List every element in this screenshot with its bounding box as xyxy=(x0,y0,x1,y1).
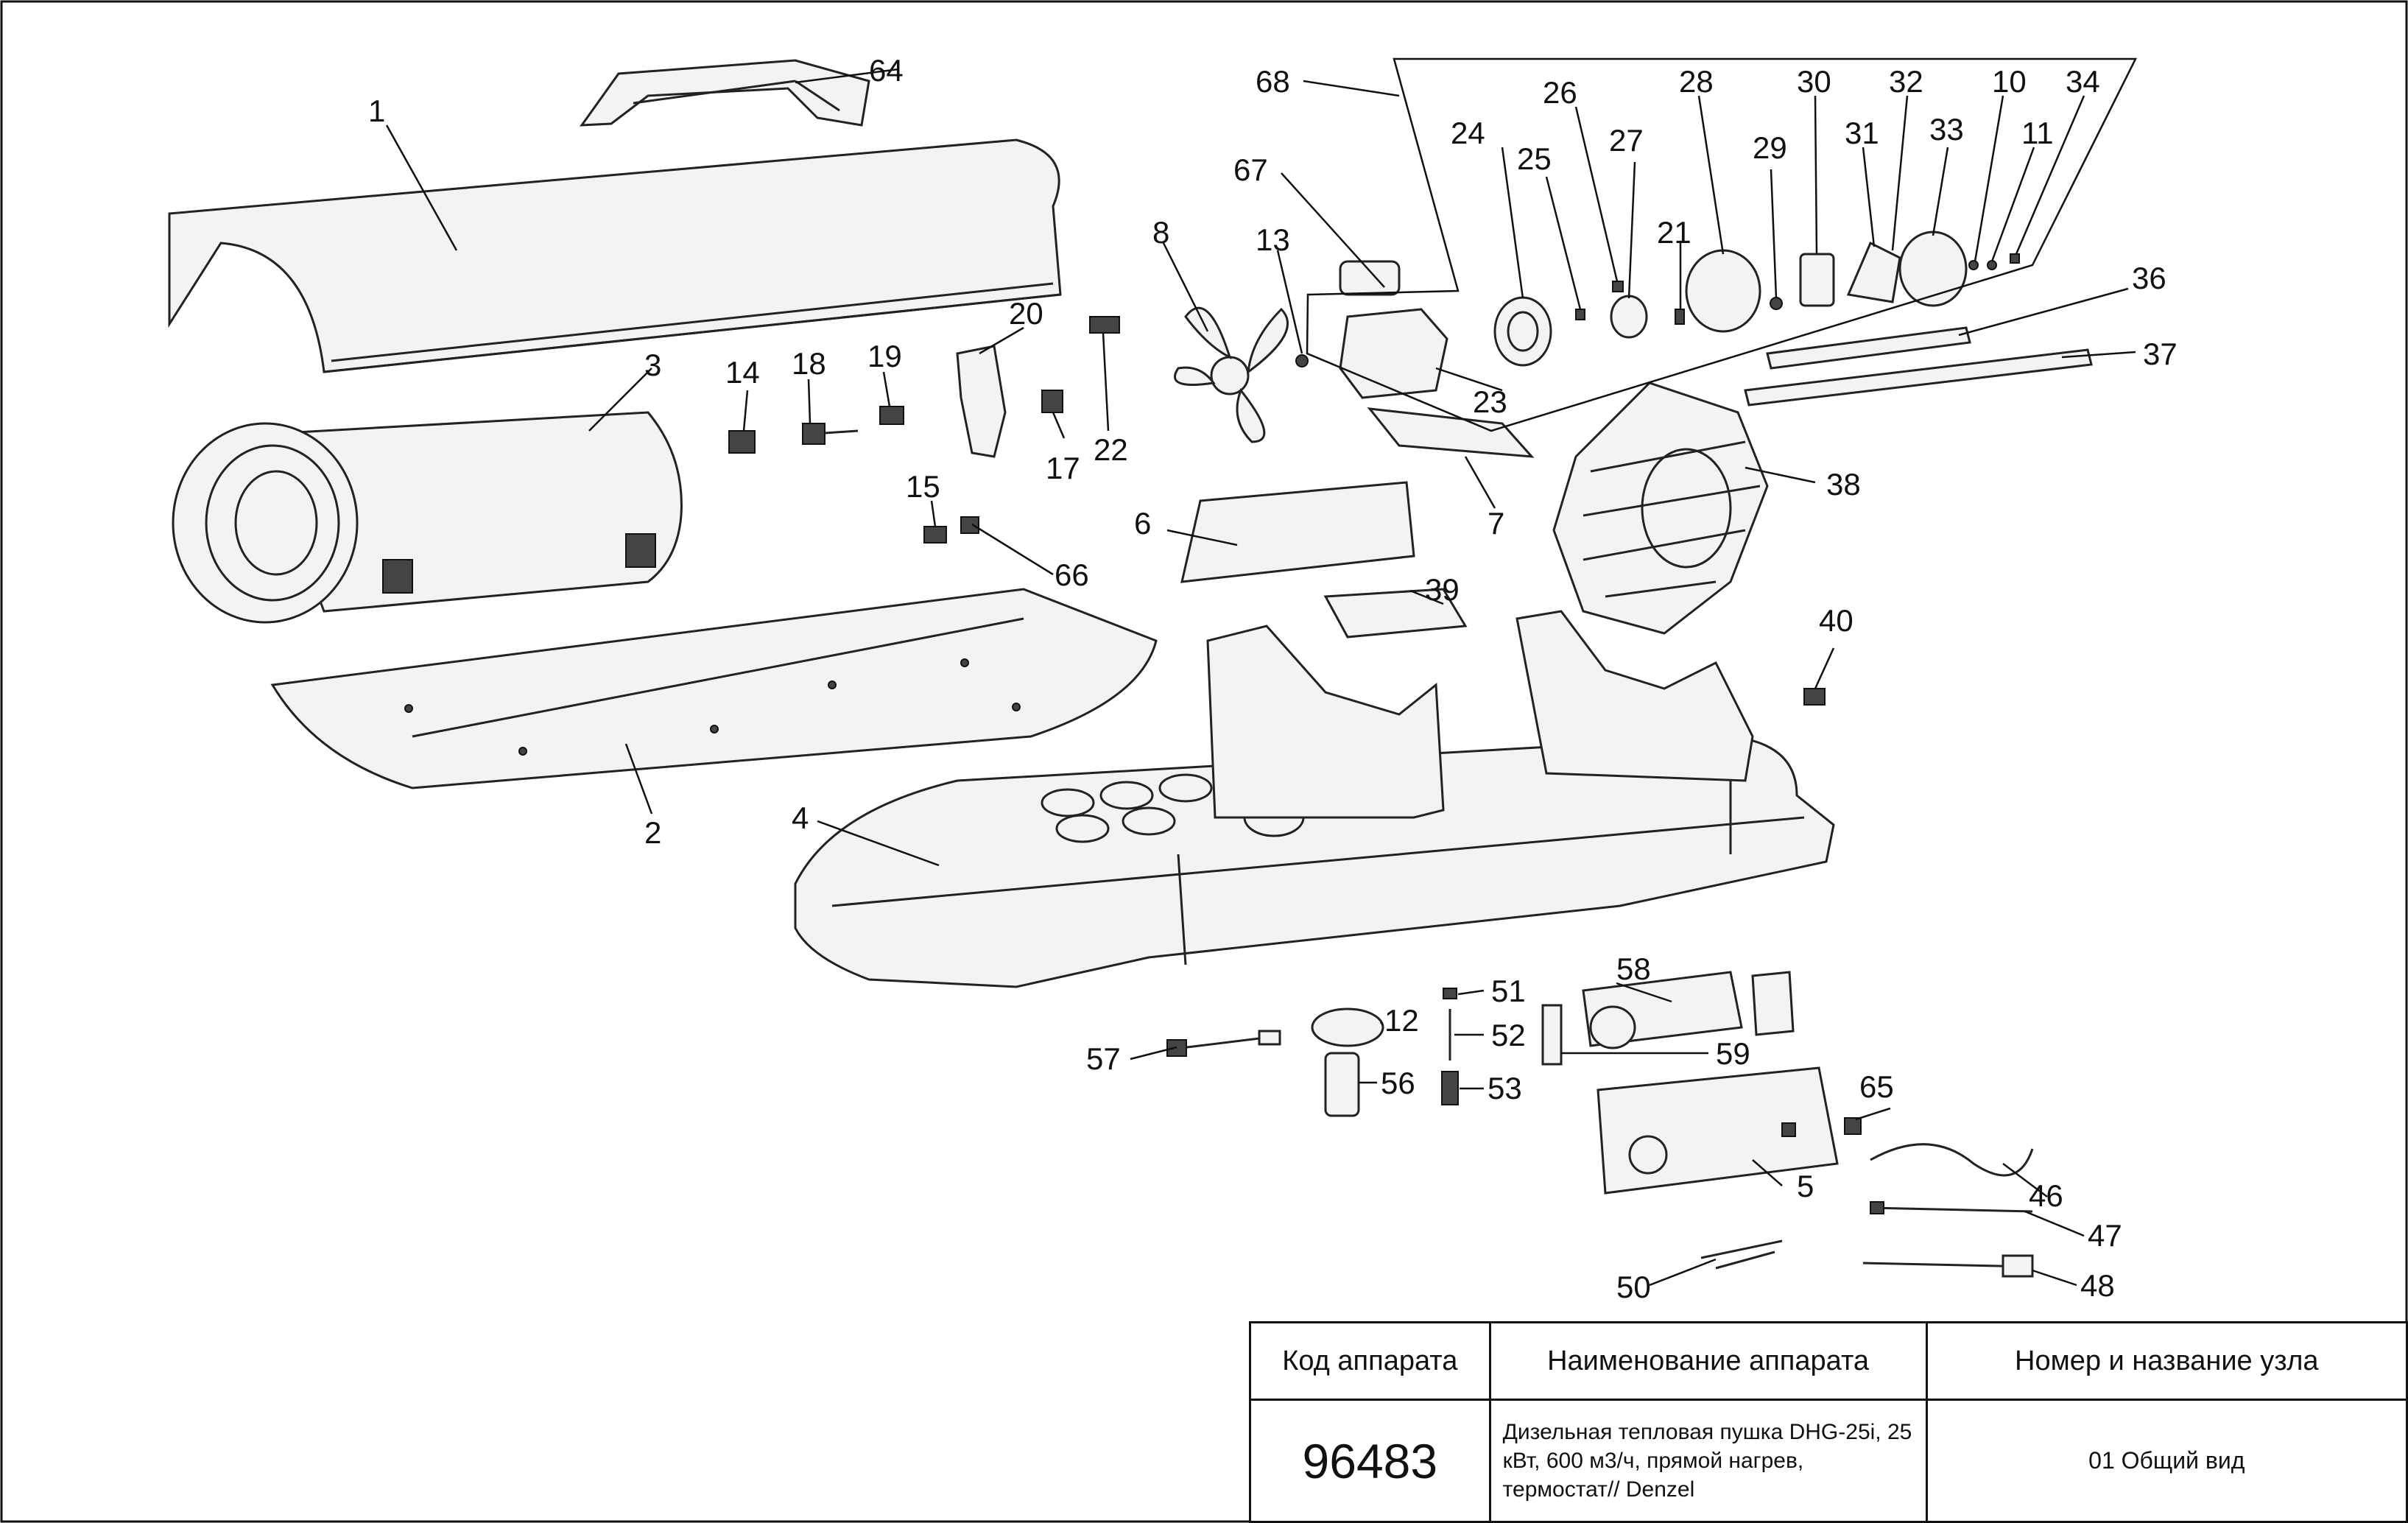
callout-22: 22 xyxy=(1094,432,1128,467)
callout-14: 14 xyxy=(725,355,760,390)
callout-33: 33 xyxy=(1929,112,1964,147)
callout-3: 3 xyxy=(644,348,661,382)
callout-18: 18 xyxy=(792,346,826,381)
callout-5: 5 xyxy=(1797,1169,1814,1203)
callout-2: 2 xyxy=(644,815,661,850)
device-code: 96483 xyxy=(1249,1399,1491,1523)
callout-38: 38 xyxy=(1826,467,1861,502)
callout-30: 30 xyxy=(1797,64,1831,99)
callout-6: 6 xyxy=(1134,506,1151,541)
callout-12: 12 xyxy=(1384,1003,1419,1038)
title-block-value-row: 96483 Дизельная тепловая пушка DHG-25i, … xyxy=(1249,1399,2408,1523)
callout-4: 4 xyxy=(792,801,809,835)
header-code: Код аппарата xyxy=(1249,1321,1491,1401)
callout-57: 57 xyxy=(1086,1041,1121,1076)
callout-36: 36 xyxy=(2132,261,2166,295)
callout-13: 13 xyxy=(1256,222,1290,257)
device-name: Дизельная тепловая пушка DHG-25i, 25 кВт… xyxy=(1488,1399,1928,1523)
callout-39: 39 xyxy=(1425,572,1460,607)
small-components-left xyxy=(728,316,1120,544)
callout-32: 32 xyxy=(1889,64,1923,99)
part-fuel-tank xyxy=(794,610,1835,988)
callout-48: 48 xyxy=(2080,1268,2115,1303)
part-combustion-chamber xyxy=(172,411,683,624)
group-outline-pump xyxy=(1306,57,2138,432)
callout-15: 15 xyxy=(906,469,940,504)
part-control-panel xyxy=(1596,1066,1839,1195)
part-rods xyxy=(1744,326,2093,407)
part-bottom-cover xyxy=(270,588,1158,789)
part-top-cover xyxy=(168,138,1062,373)
callout-37: 37 xyxy=(2143,337,2178,371)
callout-24: 24 xyxy=(1451,116,1485,150)
leader-lines xyxy=(385,68,2136,1287)
callout-7: 7 xyxy=(1488,506,1504,541)
callout-19: 19 xyxy=(867,339,902,373)
callout-51: 51 xyxy=(1491,974,1526,1008)
callout-67: 67 xyxy=(1233,152,1268,187)
part-plate-6 xyxy=(1180,481,1415,583)
callout-58: 58 xyxy=(1616,952,1651,986)
callout-56: 56 xyxy=(1381,1066,1415,1100)
callout-64: 64 xyxy=(869,53,904,88)
callout-34: 34 xyxy=(2066,64,2100,99)
callout-40: 40 xyxy=(1819,603,1853,638)
title-block-header-row: Код аппарата Наименование аппарата Номер… xyxy=(1249,1321,2408,1401)
callout-8: 8 xyxy=(1152,215,1169,250)
part-pump-assembly xyxy=(1493,231,2020,367)
node-name: 01 Общий вид xyxy=(1925,1399,2408,1523)
callout-46: 46 xyxy=(2029,1178,2063,1213)
header-name: Наименование аппарата xyxy=(1488,1321,1928,1401)
callout-65: 65 xyxy=(1859,1069,1894,1104)
callout-52: 52 xyxy=(1491,1018,1526,1052)
callout-29: 29 xyxy=(1753,130,1787,165)
part-cables xyxy=(1700,1117,2034,1278)
part-motor xyxy=(1339,308,1535,458)
callout-53: 53 xyxy=(1488,1071,1522,1105)
callout-25: 25 xyxy=(1517,141,1552,176)
callout-1: 1 xyxy=(368,94,385,128)
part-control-board xyxy=(1541,971,1795,1066)
part-fan-guard xyxy=(1552,381,1769,635)
callout-10: 10 xyxy=(1992,64,2027,99)
callout-21: 21 xyxy=(1657,215,1691,250)
callout-59: 59 xyxy=(1716,1036,1750,1071)
header-node: Номер и название узла xyxy=(1925,1321,2408,1401)
callout-28: 28 xyxy=(1679,64,1714,99)
callout-68: 68 xyxy=(1256,64,1290,99)
callout-17: 17 xyxy=(1046,451,1080,485)
callout-50: 50 xyxy=(1616,1270,1651,1304)
callout-66: 66 xyxy=(1055,558,1089,592)
title-block: Код аппарата Наименование аппарата Номер… xyxy=(1249,1321,2408,1523)
callout-20: 20 xyxy=(1009,296,1043,331)
callout-47: 47 xyxy=(2088,1218,2122,1253)
callout-labels: 1 2 3 4 5 6 7 8 10 11 12 13 14 15 17 18 … xyxy=(368,53,2178,1304)
callout-31: 31 xyxy=(1845,116,1879,150)
part-switch-assembly xyxy=(1323,588,1826,706)
part-fan-blade xyxy=(1174,260,1401,443)
callout-23: 23 xyxy=(1473,384,1507,419)
callout-11: 11 xyxy=(2021,116,2054,150)
callout-26: 26 xyxy=(1543,75,1577,110)
part-handle xyxy=(579,59,870,127)
callout-27: 27 xyxy=(1609,123,1644,158)
